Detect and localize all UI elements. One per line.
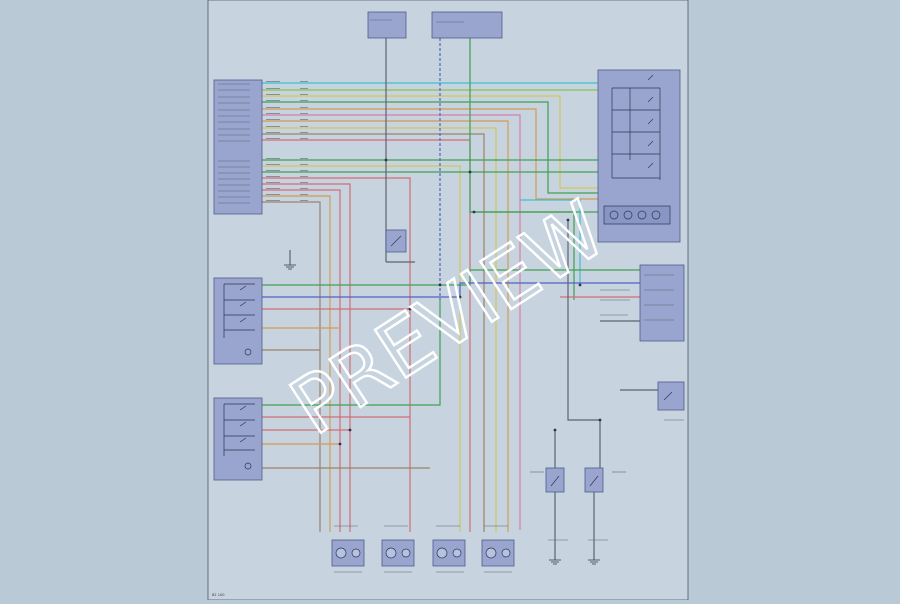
wire-run <box>262 127 497 532</box>
wire-run <box>262 201 321 532</box>
wire-run <box>262 189 341 532</box>
wire-harness <box>262 38 658 560</box>
wire-run <box>470 211 575 300</box>
ground-symbols <box>284 264 600 565</box>
wire-run <box>262 101 598 194</box>
wire-run <box>262 195 331 532</box>
wire-run <box>262 120 509 532</box>
fuse-block-left <box>367 11 407 39</box>
annotation-ticks <box>218 19 684 573</box>
ajar-switch-right <box>584 467 604 493</box>
wire-run <box>262 114 521 530</box>
wire-run <box>262 95 598 189</box>
front-lock-switch <box>213 277 263 365</box>
wire-run <box>262 133 485 532</box>
wire-run <box>567 220 600 421</box>
sensor-module <box>639 264 685 342</box>
wire-run <box>262 177 411 532</box>
ajar-switch-left <box>545 467 565 493</box>
wire-run <box>262 282 640 298</box>
wire-run <box>262 165 461 532</box>
trunk-sensor <box>657 381 685 411</box>
junction-dots <box>338 158 602 446</box>
wire-run <box>262 183 351 532</box>
switch-contacts <box>603 74 671 225</box>
wire-run <box>262 108 598 200</box>
wire-run <box>520 199 581 285</box>
door-control-module <box>213 79 263 215</box>
wire-run <box>262 269 640 286</box>
page-reference: 82 100 <box>212 593 225 597</box>
wire-run <box>262 300 441 406</box>
actuator-motors <box>335 547 511 559</box>
lock-switch-internals <box>223 235 673 487</box>
fuse-block-right <box>431 11 503 39</box>
rear-lock-switch <box>213 397 263 481</box>
